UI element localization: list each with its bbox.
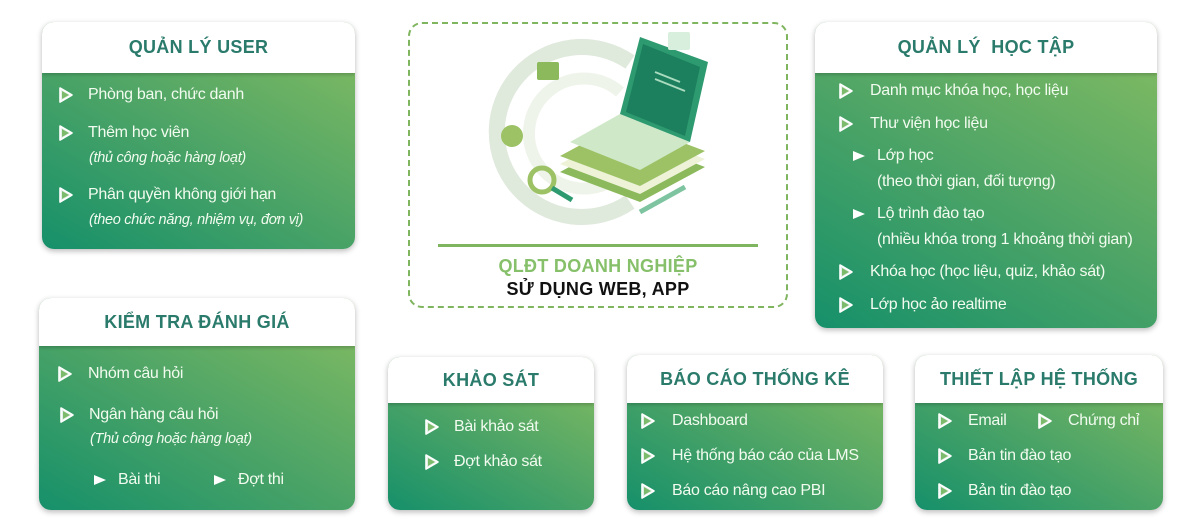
play-outline-icon <box>640 481 656 501</box>
card-header: QUẢN LÝ USER <box>42 22 355 73</box>
play-outline-icon <box>59 405 75 425</box>
list-item: Báo cáo nâng cao PBI <box>672 482 826 499</box>
card-header: THIẾT LẬP HỆ THỐNG <box>915 355 1163 403</box>
sub-list-item: Lộ trình đào tạo <box>877 205 985 222</box>
sub-list-item: Bài thi <box>118 471 161 488</box>
list-item: Bản tin đào tạo <box>968 447 1072 464</box>
card-learning-management: QUẢN LÝ HỌC TẬP Danh mục khóa học, học l… <box>815 22 1157 328</box>
list-item-note: (nhiều khóa trong 1 khoảng thời gian) <box>877 231 1133 248</box>
list-item: Hệ thống báo cáo của LMS <box>672 447 859 464</box>
list-item: Khóa học (học liệu, quiz, khảo sát) <box>870 263 1105 280</box>
list-item: Lớp học ảo realtime <box>870 296 1007 313</box>
card-header: KHẢO SÁT <box>388 357 594 403</box>
play-outline-icon <box>640 446 656 466</box>
card-header: KIỂM TRA ĐÁNH GIÁ <box>39 298 355 346</box>
card-title: THIẾT LẬP HỆ THỐNG <box>939 368 1139 389</box>
center-subtitle: SỬ DỤNG WEB, APP <box>506 279 690 299</box>
card-title: KIỂM TRA ĐÁNH GIÁ <box>104 311 290 332</box>
list-item-note: (thủ công hoặc hàng loạt) <box>89 150 246 166</box>
divider <box>438 244 758 247</box>
list-item: Phân quyền không giới hạn <box>88 186 277 203</box>
center-panel: QLĐT DOANH NGHIỆP SỬ DỤNG WEB, APP <box>408 22 788 308</box>
play-outline-icon <box>937 446 953 466</box>
play-outline-icon <box>58 185 74 205</box>
card-assessment: KIỂM TRA ĐÁNH GIÁ Nhóm câu hỏi Ngân hàng… <box>39 298 355 510</box>
list-item: Bản tin đào tạo <box>968 482 1072 499</box>
list-item: Đợt khảo sát <box>454 453 542 470</box>
list-item: Email <box>968 412 1007 429</box>
list-item: Ngân hàng câu hỏi <box>89 406 219 423</box>
play-solid-icon <box>93 470 107 490</box>
list-item: Chứng chỉ <box>1068 412 1140 429</box>
play-outline-icon <box>424 452 440 472</box>
play-outline-icon <box>937 481 953 501</box>
card-reports: BÁO CÁO THỐNG KÊ Dashboard Hệ thống báo … <box>627 355 883 510</box>
list-item-note: (Thủ công hoặc hàng loạt) <box>90 431 252 447</box>
play-outline-icon <box>1037 411 1053 431</box>
card-title: QUẢN LÝ HỌC TẬP <box>897 37 1075 57</box>
sub-list-item: Lớp học <box>877 147 934 164</box>
sub-list-item: Đợt thi <box>238 471 284 488</box>
card-title: BÁO CÁO THỐNG KÊ <box>660 368 850 389</box>
play-solid-icon <box>852 204 866 224</box>
card-user-management: QUẢN LÝ USER Phòng ban, chức danh Thêm h… <box>42 22 355 249</box>
card-title: QUẢN LÝ USER <box>128 37 269 57</box>
card-survey: KHẢO SÁT Bài khảo sát Đợt khảo sát <box>388 357 594 510</box>
play-outline-icon <box>57 364 73 384</box>
list-item: Dashboard <box>672 412 748 429</box>
play-outline-icon <box>838 295 854 315</box>
play-outline-icon <box>58 123 74 143</box>
list-item: Danh mục khóa học, học liệu <box>870 82 1069 99</box>
card-header: QUẢN LÝ HỌC TẬP <box>815 22 1157 73</box>
list-item: Thư viện học liệu <box>870 115 988 132</box>
play-outline-icon <box>838 262 854 282</box>
center-title: QLĐT DOANH NGHIỆP <box>498 256 698 276</box>
play-outline-icon <box>640 411 656 431</box>
play-outline-icon <box>838 114 854 134</box>
list-item: Phòng ban, chức danh <box>88 86 244 103</box>
list-item-note: (theo thời gian, đối tượng) <box>877 173 1056 190</box>
play-outline-icon <box>937 411 953 431</box>
card-title: KHẢO SÁT <box>442 369 540 390</box>
laptop-books-illustration <box>488 32 708 225</box>
card-system-settings: THIẾT LẬP HỆ THỐNG Email Chứng chỉ Bản t… <box>915 355 1163 510</box>
list-item-note: (theo chức năng, nhiệm vụ, đơn vị) <box>89 212 304 228</box>
list-item: Nhóm câu hỏi <box>88 365 184 382</box>
list-item: Bài khảo sát <box>454 418 539 435</box>
play-outline-icon <box>58 85 74 105</box>
play-outline-icon <box>838 81 854 101</box>
card-header: BÁO CÁO THỐNG KÊ <box>627 355 883 403</box>
play-solid-icon <box>213 470 227 490</box>
list-item: Thêm học viên <box>88 124 190 141</box>
play-outline-icon <box>424 417 440 437</box>
play-solid-icon <box>852 146 866 166</box>
